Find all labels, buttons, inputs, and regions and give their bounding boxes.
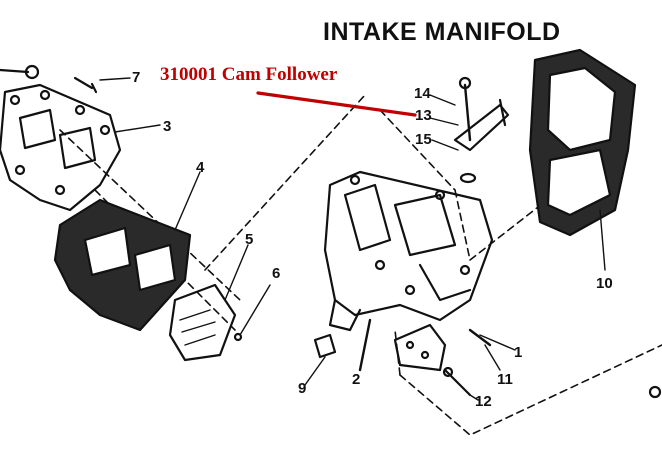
part-number-11: 11: [497, 371, 513, 388]
part-number-7: 7: [132, 69, 141, 86]
screw-6: [233, 284, 271, 342]
screw-11: [468, 328, 501, 371]
gasket-10: [528, 48, 637, 271]
part-number-4: 4: [196, 159, 205, 176]
callout-label: 310001 Cam Follower: [160, 64, 338, 85]
screw-bottom-right: [648, 385, 662, 399]
part-number-1: 1: [514, 344, 523, 361]
plug-9: [304, 333, 337, 386]
part-number-13: 13: [415, 107, 432, 124]
screw-12: [442, 366, 479, 401]
part-number-12: 12: [475, 393, 492, 410]
part-number-10: 10: [596, 275, 613, 292]
part-number-6: 6: [272, 265, 281, 282]
gasket-4: [53, 171, 201, 332]
part-number-15: 15: [415, 131, 432, 148]
pin-2: [358, 318, 372, 372]
plate-3: [0, 83, 161, 212]
part-number-5: 5: [245, 231, 254, 248]
manifold-body: [323, 170, 494, 332]
part-number-3: 3: [163, 118, 172, 135]
part-number-9: 9: [298, 380, 307, 397]
screw-7: [73, 76, 131, 94]
part-number-2: 2: [352, 371, 361, 388]
part-number-14: 14: [414, 85, 431, 102]
cam-follower-13: [429, 76, 510, 184]
reed-block-5: [168, 244, 249, 362]
diagram-title: INTAKE MANIFOLD: [323, 18, 561, 46]
screw-top-left: [0, 64, 40, 80]
callout-arrow: [256, 91, 417, 117]
bracket-1: [393, 323, 516, 372]
